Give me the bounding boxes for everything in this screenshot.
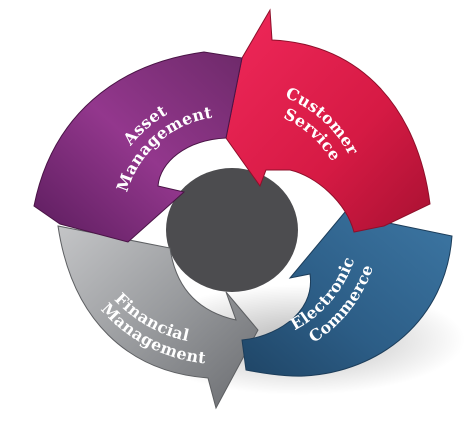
financial-management-arrow xyxy=(57,225,259,410)
center-hole xyxy=(166,168,298,292)
asset-management-arrow xyxy=(33,51,243,243)
electronic-commerce-arrow xyxy=(241,205,453,377)
customer-service-arrow xyxy=(225,8,431,233)
